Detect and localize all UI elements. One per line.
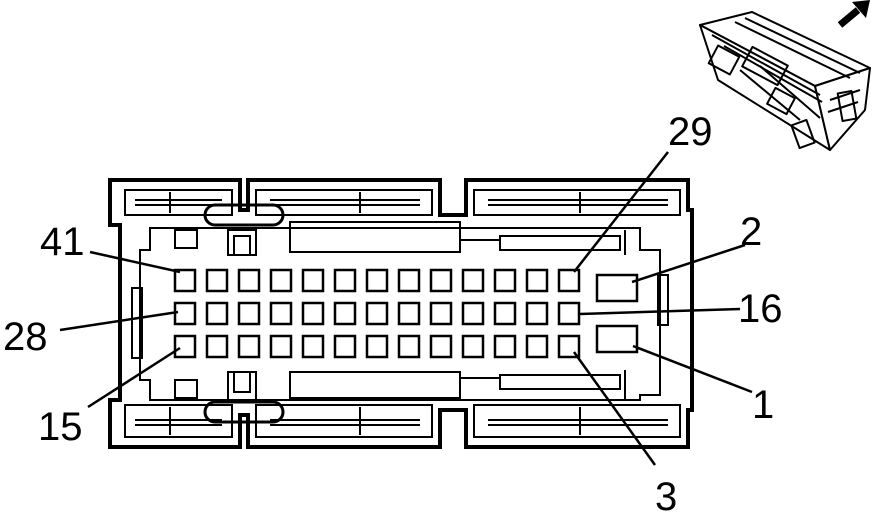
pin-label-28: 28 — [3, 315, 48, 359]
large-terminals — [595, 273, 639, 354]
pin-label-15: 15 — [38, 405, 83, 449]
arrow-icon — [837, 0, 870, 28]
pin-label-1: 1 — [752, 383, 774, 427]
pin-label-41: 41 — [40, 220, 85, 264]
pin-label-2: 2 — [740, 210, 762, 254]
leader-lines — [59, 151, 753, 466]
pin-label-3: 3 — [655, 475, 677, 519]
connector-outline — [108, 178, 694, 449]
connector-inset-icon — [699, 11, 871, 151]
cavity-grid — [173, 268, 581, 359]
pin-label-16: 16 — [738, 287, 783, 331]
pin-label-29: 29 — [668, 110, 713, 154]
